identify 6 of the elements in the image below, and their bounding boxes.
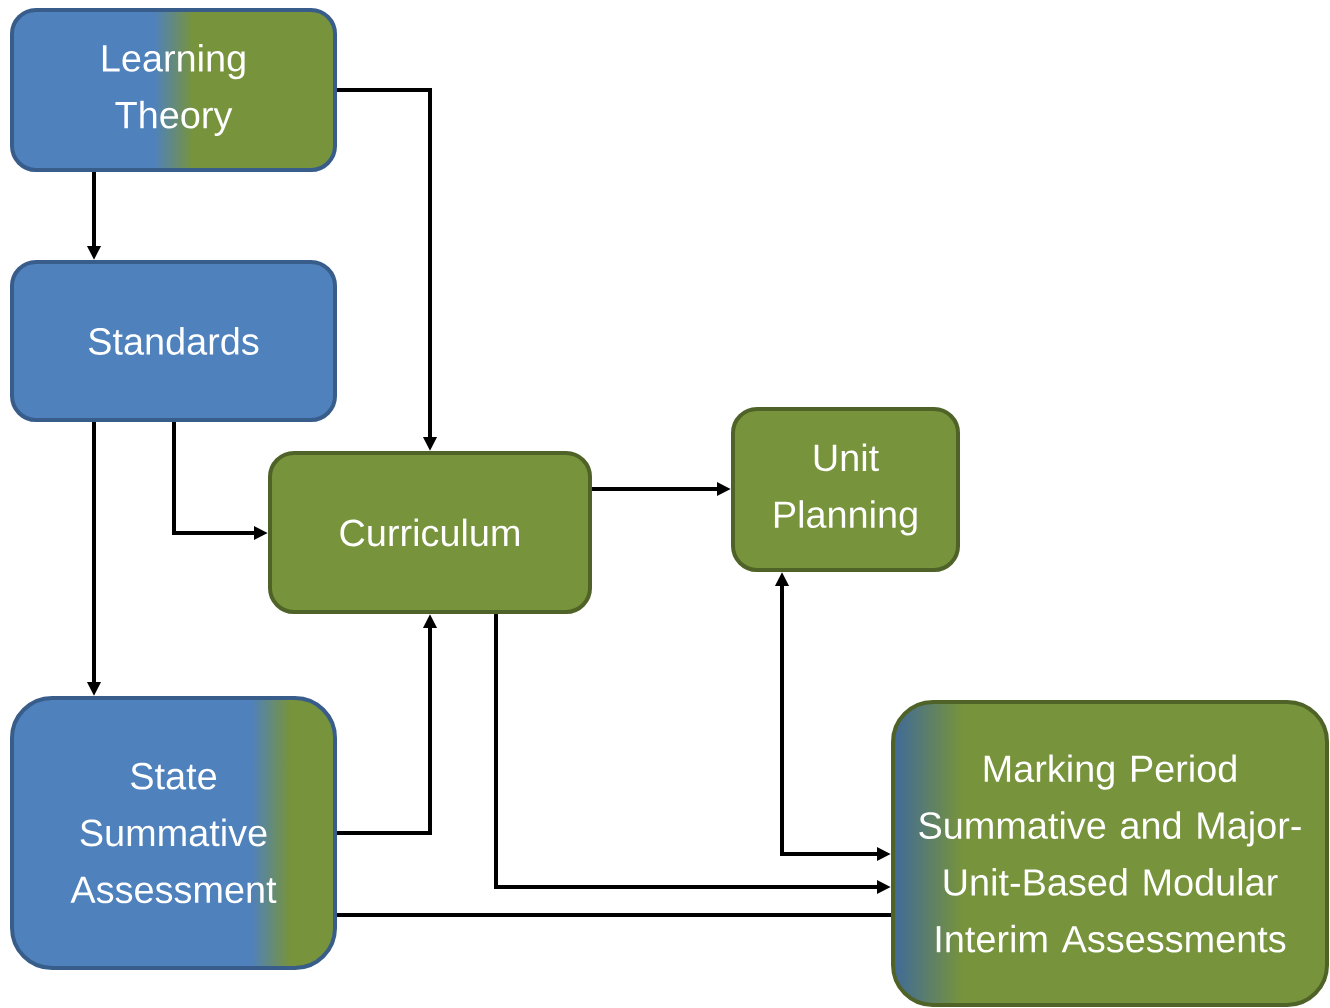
process-box: State Summative Assessment [10, 696, 337, 970]
process-box: Marking Period Summative and Major-Unit-Based Modular Interim Assessments [891, 700, 1329, 1007]
process-box: Unit Planning [731, 407, 960, 572]
process-box: Learning Theory [10, 8, 337, 172]
process-box: Curriculum [268, 451, 592, 614]
process-box: Standards [10, 260, 337, 422]
